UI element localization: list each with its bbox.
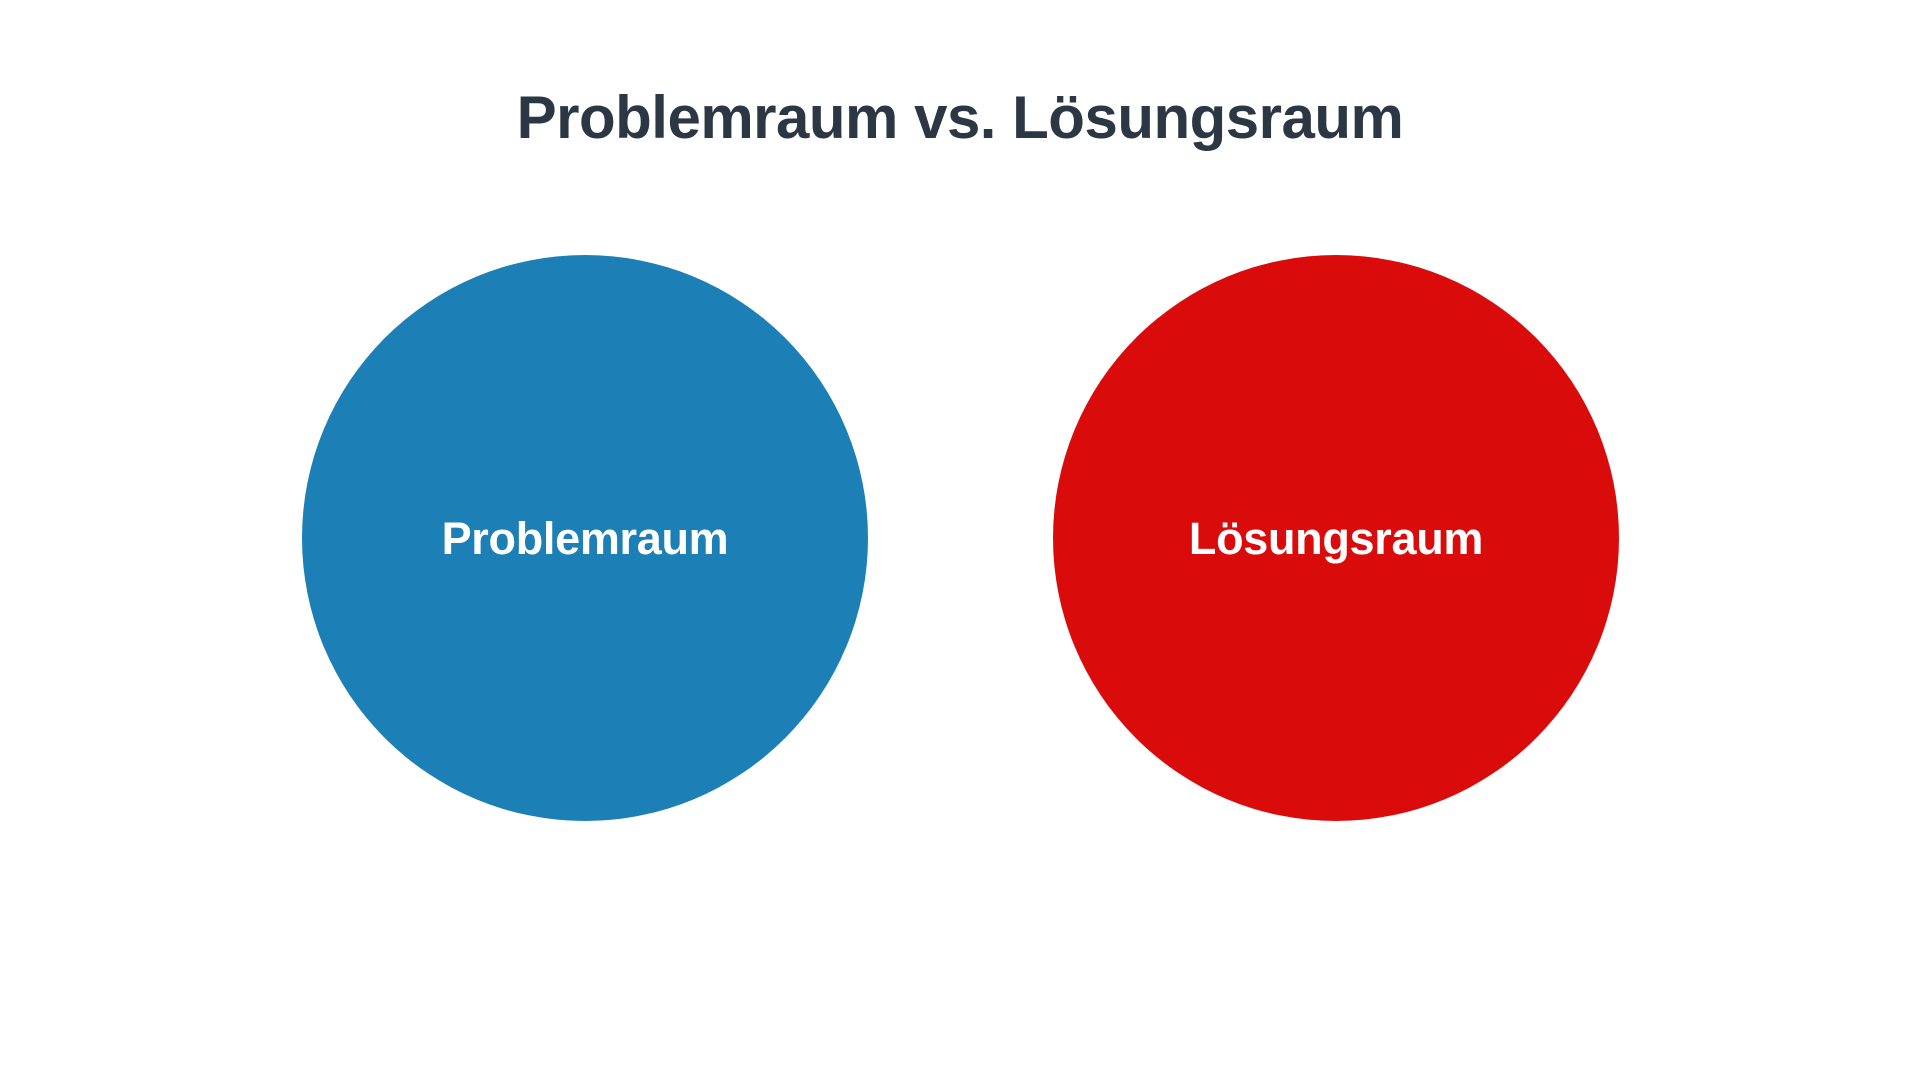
page-title: Problemraum vs. Lösungsraum <box>516 84 1404 152</box>
solution-space-circle[interactable]: Lösungsraum <box>1053 255 1619 821</box>
problem-space-circle[interactable]: Problemraum <box>302 255 868 821</box>
problem-space-label: Problemraum <box>441 512 729 564</box>
solution-space-label: Lösungsraum <box>1188 512 1484 564</box>
